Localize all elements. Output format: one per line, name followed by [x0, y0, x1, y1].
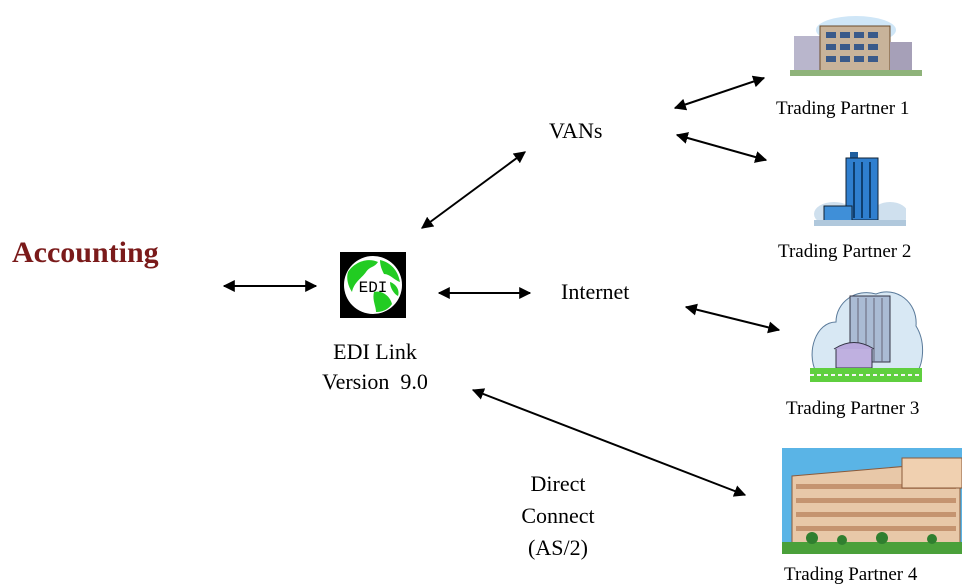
edi-globe-icon: EDI	[340, 252, 406, 318]
arrow-edi-tp4	[471, 388, 747, 497]
arrow-vans-tp1	[673, 75, 766, 111]
accounting-label: Accounting	[12, 236, 159, 269]
trading-partner-1-label: Trading Partner 1	[776, 98, 910, 119]
direct-line1: Direct	[530, 471, 586, 496]
trading-partner-3-label: Trading Partner 3	[786, 398, 920, 419]
direct-line2: Connect	[521, 503, 595, 528]
internet-label: Internet	[561, 279, 630, 304]
hotel-building-icon	[782, 448, 962, 554]
glass-tower-icon	[810, 291, 923, 382]
arrow-internet-tp3	[684, 303, 781, 334]
vans-label: VANs	[549, 118, 603, 143]
direct-line3: (AS/2)	[528, 535, 588, 560]
office-building-icon	[790, 16, 922, 76]
trading-partner-2-label: Trading Partner 2	[778, 241, 912, 262]
arrow-vans-tp2	[675, 132, 768, 163]
globe-text: EDI	[359, 279, 388, 297]
edi-link-title: EDI Link	[333, 339, 417, 364]
tower-building-icon	[814, 152, 906, 226]
edi-link-label: EDI Link Version 9.0	[300, 337, 450, 397]
arrow-edi-vans	[421, 151, 526, 229]
direct-connect-label: Direct Connect (AS/2)	[498, 468, 618, 564]
trading-partner-4-label: Trading Partner 4	[784, 564, 918, 585]
edi-link-version: Version 9.0	[322, 369, 428, 394]
